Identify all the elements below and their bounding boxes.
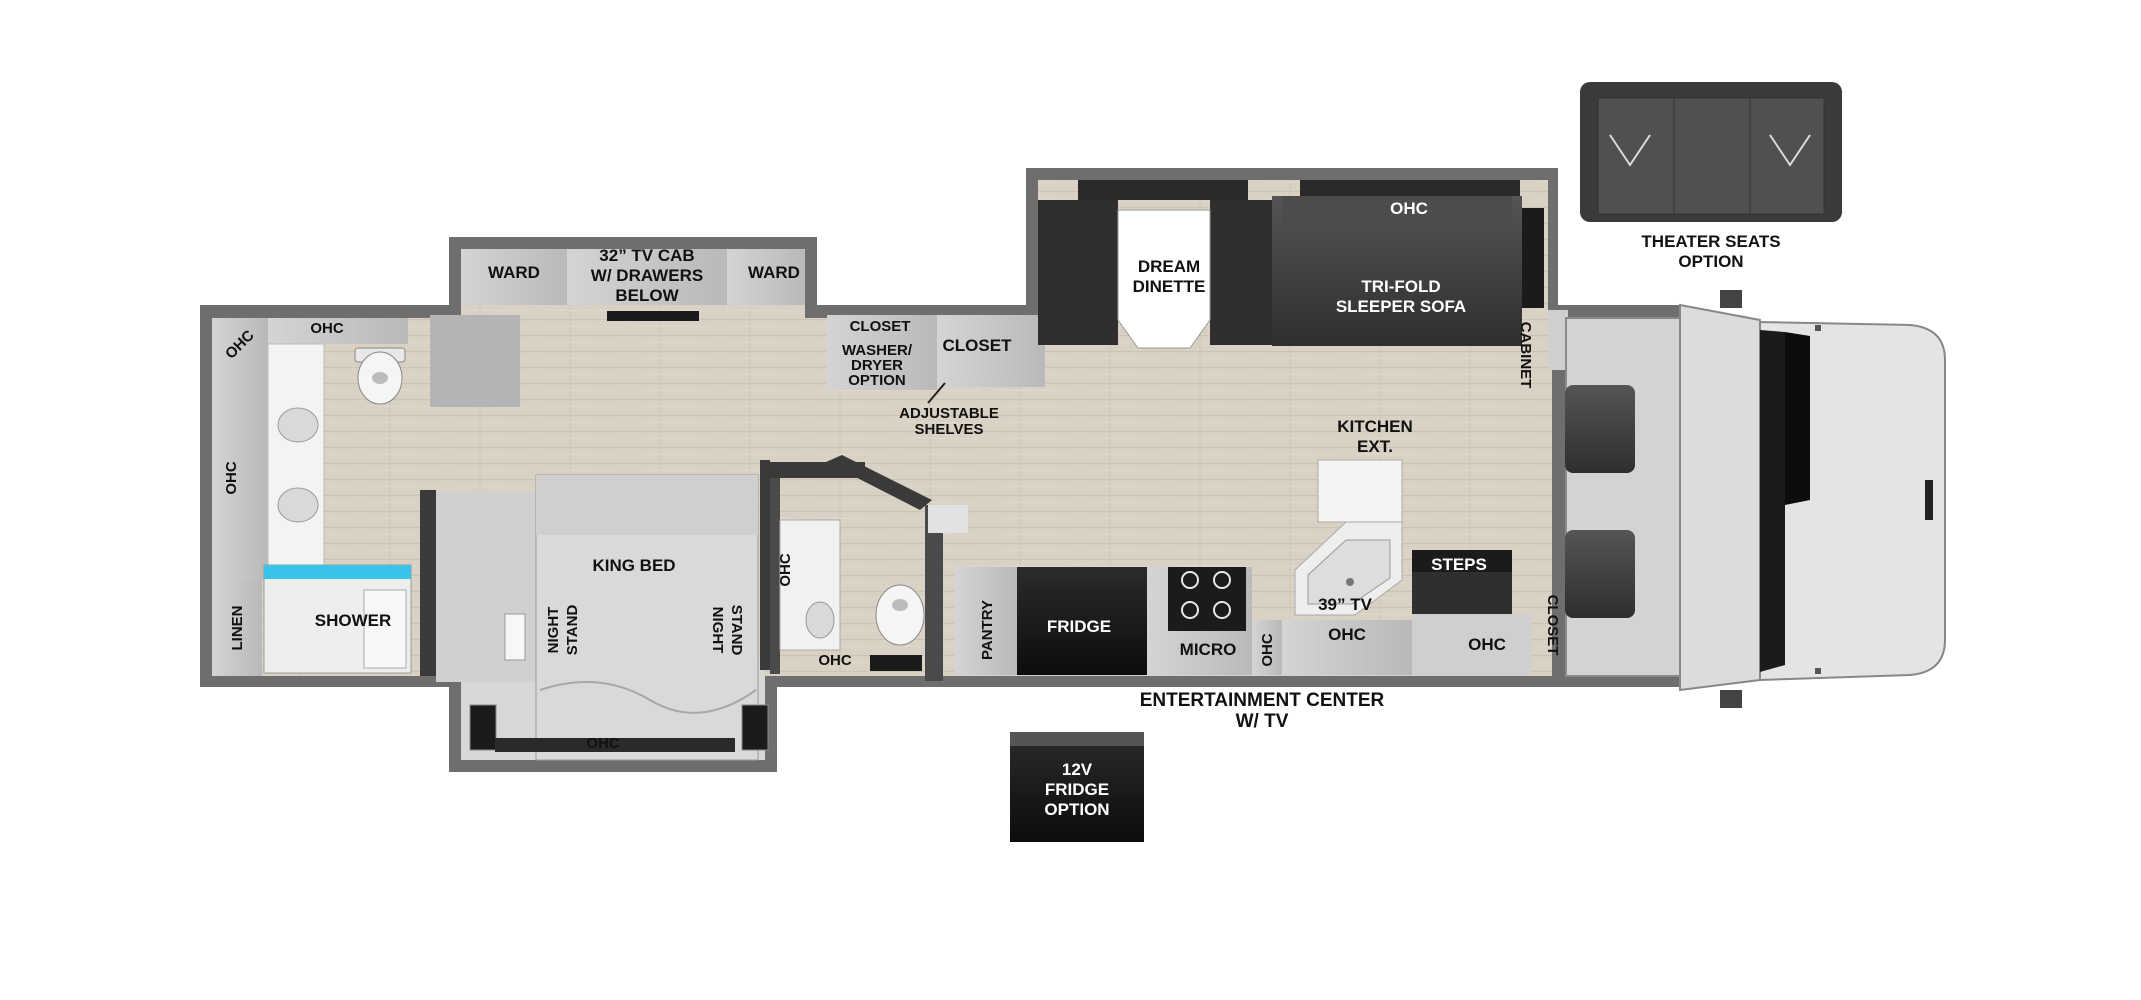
sofa-label: TRI-FOLD bbox=[1361, 277, 1440, 296]
washer-dryer-closet[interactable] bbox=[827, 315, 937, 390]
linen-cabinet[interactable] bbox=[212, 580, 262, 676]
theater-seats-label: THEATER SEATS bbox=[1641, 232, 1780, 251]
12v-fridge-option[interactable] bbox=[1010, 732, 1144, 842]
dinette-bench-left[interactable] bbox=[1038, 200, 1118, 345]
fridge[interactable] bbox=[1017, 567, 1147, 675]
king-bed-label: KING BED bbox=[592, 556, 675, 575]
pantry[interactable] bbox=[955, 567, 1017, 675]
tv-cab-label: W/ DRAWERS bbox=[591, 266, 703, 285]
wardrobe-slide bbox=[461, 249, 805, 321]
linen-label: LINEN bbox=[229, 606, 246, 651]
nightstand-left-label: NIGHT bbox=[545, 607, 562, 654]
ohc-sofa-label: OHC bbox=[1390, 199, 1428, 218]
wardrobe-right[interactable] bbox=[727, 249, 805, 305]
entertainment-ohc[interactable] bbox=[1282, 620, 1412, 675]
fridge-option-label: FRIDGE bbox=[1045, 780, 1109, 799]
fridge-option-label: OPTION bbox=[1044, 800, 1109, 819]
nightstand-right-label: STAND bbox=[728, 605, 745, 656]
ohc-vertical-label: OHC bbox=[1259, 633, 1276, 667]
sink-icon bbox=[805, 601, 835, 639]
passenger-seat[interactable] bbox=[1565, 530, 1635, 618]
wardrobe-left[interactable] bbox=[461, 249, 567, 305]
ohc-half-bath-label: OHC bbox=[777, 553, 794, 587]
closet-area bbox=[827, 315, 1045, 404]
rear-bathroom bbox=[212, 315, 520, 676]
steps[interactable] bbox=[1412, 550, 1512, 572]
sofa-label: SLEEPER SOFA bbox=[1336, 297, 1466, 316]
galley bbox=[955, 459, 1532, 675]
dream-dinette[interactable] bbox=[1117, 209, 1211, 349]
closet-front-label: CLOSET bbox=[1544, 595, 1561, 656]
tv-cab-label: 32” TV CAB bbox=[599, 246, 694, 265]
dinette-label: DINETTE bbox=[1133, 277, 1206, 296]
sink-icon bbox=[277, 487, 319, 523]
ohc-rear-label: OHC bbox=[223, 461, 240, 495]
shower-label: SHOWER bbox=[315, 611, 392, 630]
ohc-ent-label: OHC bbox=[1328, 625, 1366, 644]
closet-right-label: CLOSET bbox=[943, 336, 1013, 355]
entertainment-center-label: ENTERTAINMENT CENTER bbox=[1140, 690, 1385, 711]
cooktop[interactable] bbox=[1168, 567, 1246, 631]
half-bath bbox=[765, 455, 968, 681]
fridge-option-label: 12V bbox=[1062, 760, 1093, 779]
pantry-label: PANTRY bbox=[979, 600, 996, 660]
washer-label: OPTION bbox=[848, 372, 906, 389]
closet-right[interactable] bbox=[937, 315, 1045, 387]
nightstand-left-label: STAND bbox=[564, 605, 581, 656]
ohc-bed-foot-label: OHC bbox=[586, 735, 620, 752]
cabinet-label: CABINET bbox=[1517, 322, 1534, 389]
ohc-vertical[interactable] bbox=[1252, 620, 1282, 675]
kitchen-ext-label: KITCHEN bbox=[1337, 417, 1413, 436]
tv-cab-label: BELOW bbox=[615, 286, 679, 305]
dinette-bench-right[interactable] bbox=[1210, 200, 1272, 345]
tv-cabinet[interactable] bbox=[567, 249, 727, 305]
washer-label: DRYER bbox=[851, 357, 903, 374]
sink-icon bbox=[277, 407, 319, 443]
entertainment-center-label: W/ TV bbox=[1236, 711, 1289, 732]
toilet-icon bbox=[875, 584, 925, 646]
driver-seat[interactable] bbox=[1565, 385, 1635, 473]
nightstand-right-label: NIGHT bbox=[709, 607, 726, 654]
bath-ohc-cabinet[interactable] bbox=[268, 318, 408, 344]
tv-39-label: 39” TV bbox=[1318, 595, 1373, 614]
dinette-label: DREAM bbox=[1138, 257, 1200, 276]
cab bbox=[1565, 290, 1946, 708]
closet-label: CLOSET bbox=[850, 318, 911, 335]
ward-left-label: WARD bbox=[488, 263, 540, 282]
ohc-half-bath-bottom-label: OHC bbox=[818, 652, 852, 669]
kitchen-extension[interactable] bbox=[1317, 459, 1403, 523]
kitchen-ext-label: EXT. bbox=[1357, 437, 1393, 456]
theater-seats-label: OPTION bbox=[1678, 252, 1743, 271]
fridge-label: FRIDGE bbox=[1047, 617, 1111, 636]
steps-label: STEPS bbox=[1431, 555, 1487, 574]
micro-label: MICRO bbox=[1180, 640, 1237, 659]
theater-seats-option[interactable] bbox=[1580, 82, 1842, 222]
washer-label: WASHER/ bbox=[842, 342, 913, 359]
toilet-icon bbox=[354, 347, 406, 405]
labels: WARD 32” TV CAB W/ DRAWERS BELOW WARD OH… bbox=[222, 199, 1781, 819]
cabinet[interactable] bbox=[1548, 310, 1568, 370]
bed-foot-ohc[interactable] bbox=[495, 738, 735, 752]
ohc-front-label: OHC bbox=[1468, 635, 1506, 654]
living-slide bbox=[1038, 180, 1568, 370]
adjustable-shelves-label: SHELVES bbox=[915, 421, 984, 438]
rear-ohc-cabinet[interactable] bbox=[212, 318, 268, 580]
ward-right-label: WARD bbox=[748, 263, 800, 282]
bedroom bbox=[420, 460, 770, 761]
ohc-bath-label: OHC bbox=[310, 320, 344, 337]
front-ohc[interactable] bbox=[1412, 614, 1532, 675]
adjustable-shelves-label: ADJUSTABLE bbox=[899, 405, 999, 422]
